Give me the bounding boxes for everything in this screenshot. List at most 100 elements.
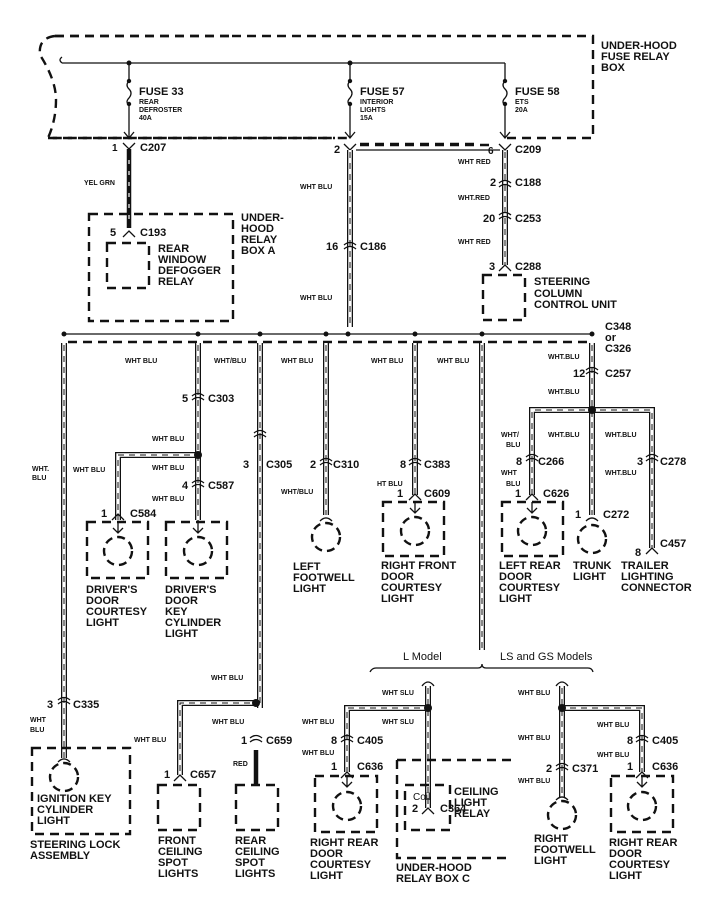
c405-label: C405 <box>652 735 678 747</box>
c310-label: C310 <box>333 459 359 471</box>
left-rear-label: LIGHT <box>499 593 532 605</box>
ceiling-relay-label: CEILING <box>454 786 499 798</box>
relay-box-a-label: BOX A <box>241 245 275 257</box>
wire-color-label: WHT RED <box>458 159 491 166</box>
rear-ceiling-label: LIGHTS <box>235 868 275 880</box>
connector-c335-icon <box>57 696 71 705</box>
coil-label: Coil <box>413 792 430 803</box>
c636-pin: 1 <box>331 761 337 773</box>
c188-pin: 2 <box>490 177 496 189</box>
drivers-key-label: DRIVER'S <box>165 584 217 596</box>
c383-label: C383 <box>424 459 450 471</box>
c207-pin: 1 <box>112 143 118 154</box>
bulb-icon <box>516 515 548 547</box>
c188-label: C188 <box>515 177 541 189</box>
wire-color-label: WHT SLU <box>382 690 414 697</box>
trailer-label: CONNECTOR <box>621 582 692 594</box>
c272-pin: 1 <box>575 509 581 521</box>
left-rear-label: DOOR <box>499 571 532 583</box>
connector-c188-icon <box>498 179 512 188</box>
c272-label: C272 <box>603 509 629 521</box>
front-ceiling-spot-lights <box>156 783 202 832</box>
wire-color-label: BLU <box>30 727 44 734</box>
fuse-58: FUSE 58 ETS 20A <box>499 63 560 140</box>
c609-label: C609 <box>424 488 450 500</box>
right-rear-label: RIGHT REAR <box>609 837 678 849</box>
splice <box>558 704 566 712</box>
interior-lights-feed: 2 WHT BLU 16 C186 WHT BLU <box>300 143 500 327</box>
wire-color-label: WHT BLU <box>371 358 403 365</box>
bus-break-icon <box>59 56 63 64</box>
relay-box-a-label: RELAY <box>241 234 278 246</box>
splice <box>588 406 596 414</box>
wire-color-label: WHT.BLU <box>605 432 637 439</box>
c584-pin: 1 <box>101 508 107 520</box>
wire-color-label: WHT <box>501 470 518 477</box>
c587-label: C587 <box>208 480 234 492</box>
defogger-relay-label: RELAY <box>158 276 195 288</box>
wire-color-label: WHT BLU <box>300 295 332 302</box>
connector-c383-icon <box>408 457 422 466</box>
wire-color-label: WHT SLU <box>382 719 414 726</box>
wire-color-label: WHT BLU <box>597 752 629 759</box>
trunk-light-label: LIGHT <box>573 571 606 583</box>
wire-color-label: WHT BLU <box>152 465 184 472</box>
c253-label: C253 <box>515 213 541 225</box>
drivers-courtesy-label: LIGHT <box>86 617 119 629</box>
drivers-courtesy-label: DOOR <box>86 595 119 607</box>
wire-color-label: WHT BLU <box>152 436 184 443</box>
trunk-light-label: TRUNK <box>573 560 612 572</box>
right-rear-label: COURTESY <box>609 859 671 871</box>
connector-c186-icon <box>343 241 357 250</box>
left-footwell-label: FOOTWELL <box>293 572 355 584</box>
c186-pin: 16 <box>326 241 338 253</box>
wire-color-label: WHT BLU <box>302 719 334 726</box>
fuse-relay-box: UNDER-HOOD FUSE RELAY BOX <box>38 34 677 147</box>
drivers-courtesy-label: DRIVER'S <box>86 584 138 596</box>
relay-box-a <box>87 212 235 323</box>
rear-ceiling-spot-lights <box>234 783 280 832</box>
fuse-57: FUSE 57 INTERIOR LIGHTS 15A <box>344 60 405 140</box>
right-footwell-label: RIGHT <box>534 833 569 845</box>
wire-color-label: WHT.BLU <box>548 354 580 361</box>
drivers-courtesy-label: COURTESY <box>86 606 148 618</box>
fuse-33-label: FUSE 33 <box>139 86 184 98</box>
c305-label: C305 <box>266 459 292 471</box>
rear-defogger-circuit: 1 C207 YEL GRN UNDER- HOOD RELAY BOX A 5… <box>84 142 284 323</box>
ceiling-relay-label: LIGHT <box>454 797 487 809</box>
left-rear-label: LEFT REAR <box>499 560 561 572</box>
drivers-door-circuit: WHT BLU 5 C303 WHT BLU WHT BLU WHT BLU 4… <box>73 358 234 640</box>
connector-c303-icon <box>191 392 205 401</box>
connector-c405-icon <box>635 734 649 743</box>
fuse-58-rating: 20A <box>515 107 528 114</box>
defogger-relay-label: WINDOW <box>158 254 207 266</box>
branch-wires <box>61 343 655 808</box>
front-ceiling-label: SPOT <box>158 857 188 869</box>
wire-color-label: WHT BLU <box>211 675 243 682</box>
c257-label: C257 <box>605 368 631 380</box>
wire-color-label: WHT BLU <box>597 722 629 729</box>
wire-color-label: WHT BLU <box>518 735 550 742</box>
right-front-label: DOOR <box>381 571 414 583</box>
defogger-relay <box>105 241 151 290</box>
c186-label: C186 <box>360 241 386 253</box>
steering-column-label: COLUMN <box>534 288 582 300</box>
wire-color-label: WHT/ <box>501 432 519 439</box>
c288-pin: 3 <box>489 261 495 273</box>
defogger-relay-label: DEFOGGER <box>158 265 221 277</box>
c457-label: C457 <box>660 538 686 550</box>
ignition-key-label: IGNITION KEY <box>37 793 112 805</box>
wire-color-label: WHT RED <box>458 239 491 246</box>
ignition-key-label: CYLINDER <box>37 804 93 816</box>
c335-pin: 3 <box>47 699 53 711</box>
left-rear-label: COURTESY <box>499 582 561 594</box>
fuse-33-desc: REAR <box>139 99 159 106</box>
c659-label: C659 <box>266 735 292 747</box>
wire-color-label: WHT <box>30 717 47 724</box>
c305-connector: 3 C305 <box>243 429 292 471</box>
connector-c587-icon <box>191 479 205 488</box>
right-footwell-label: LIGHT <box>534 855 567 867</box>
bulb-icon <box>310 521 342 553</box>
right-front-housing <box>381 500 446 558</box>
fuse-33: FUSE 33 REAR DEFROSTER 40A <box>123 60 184 140</box>
